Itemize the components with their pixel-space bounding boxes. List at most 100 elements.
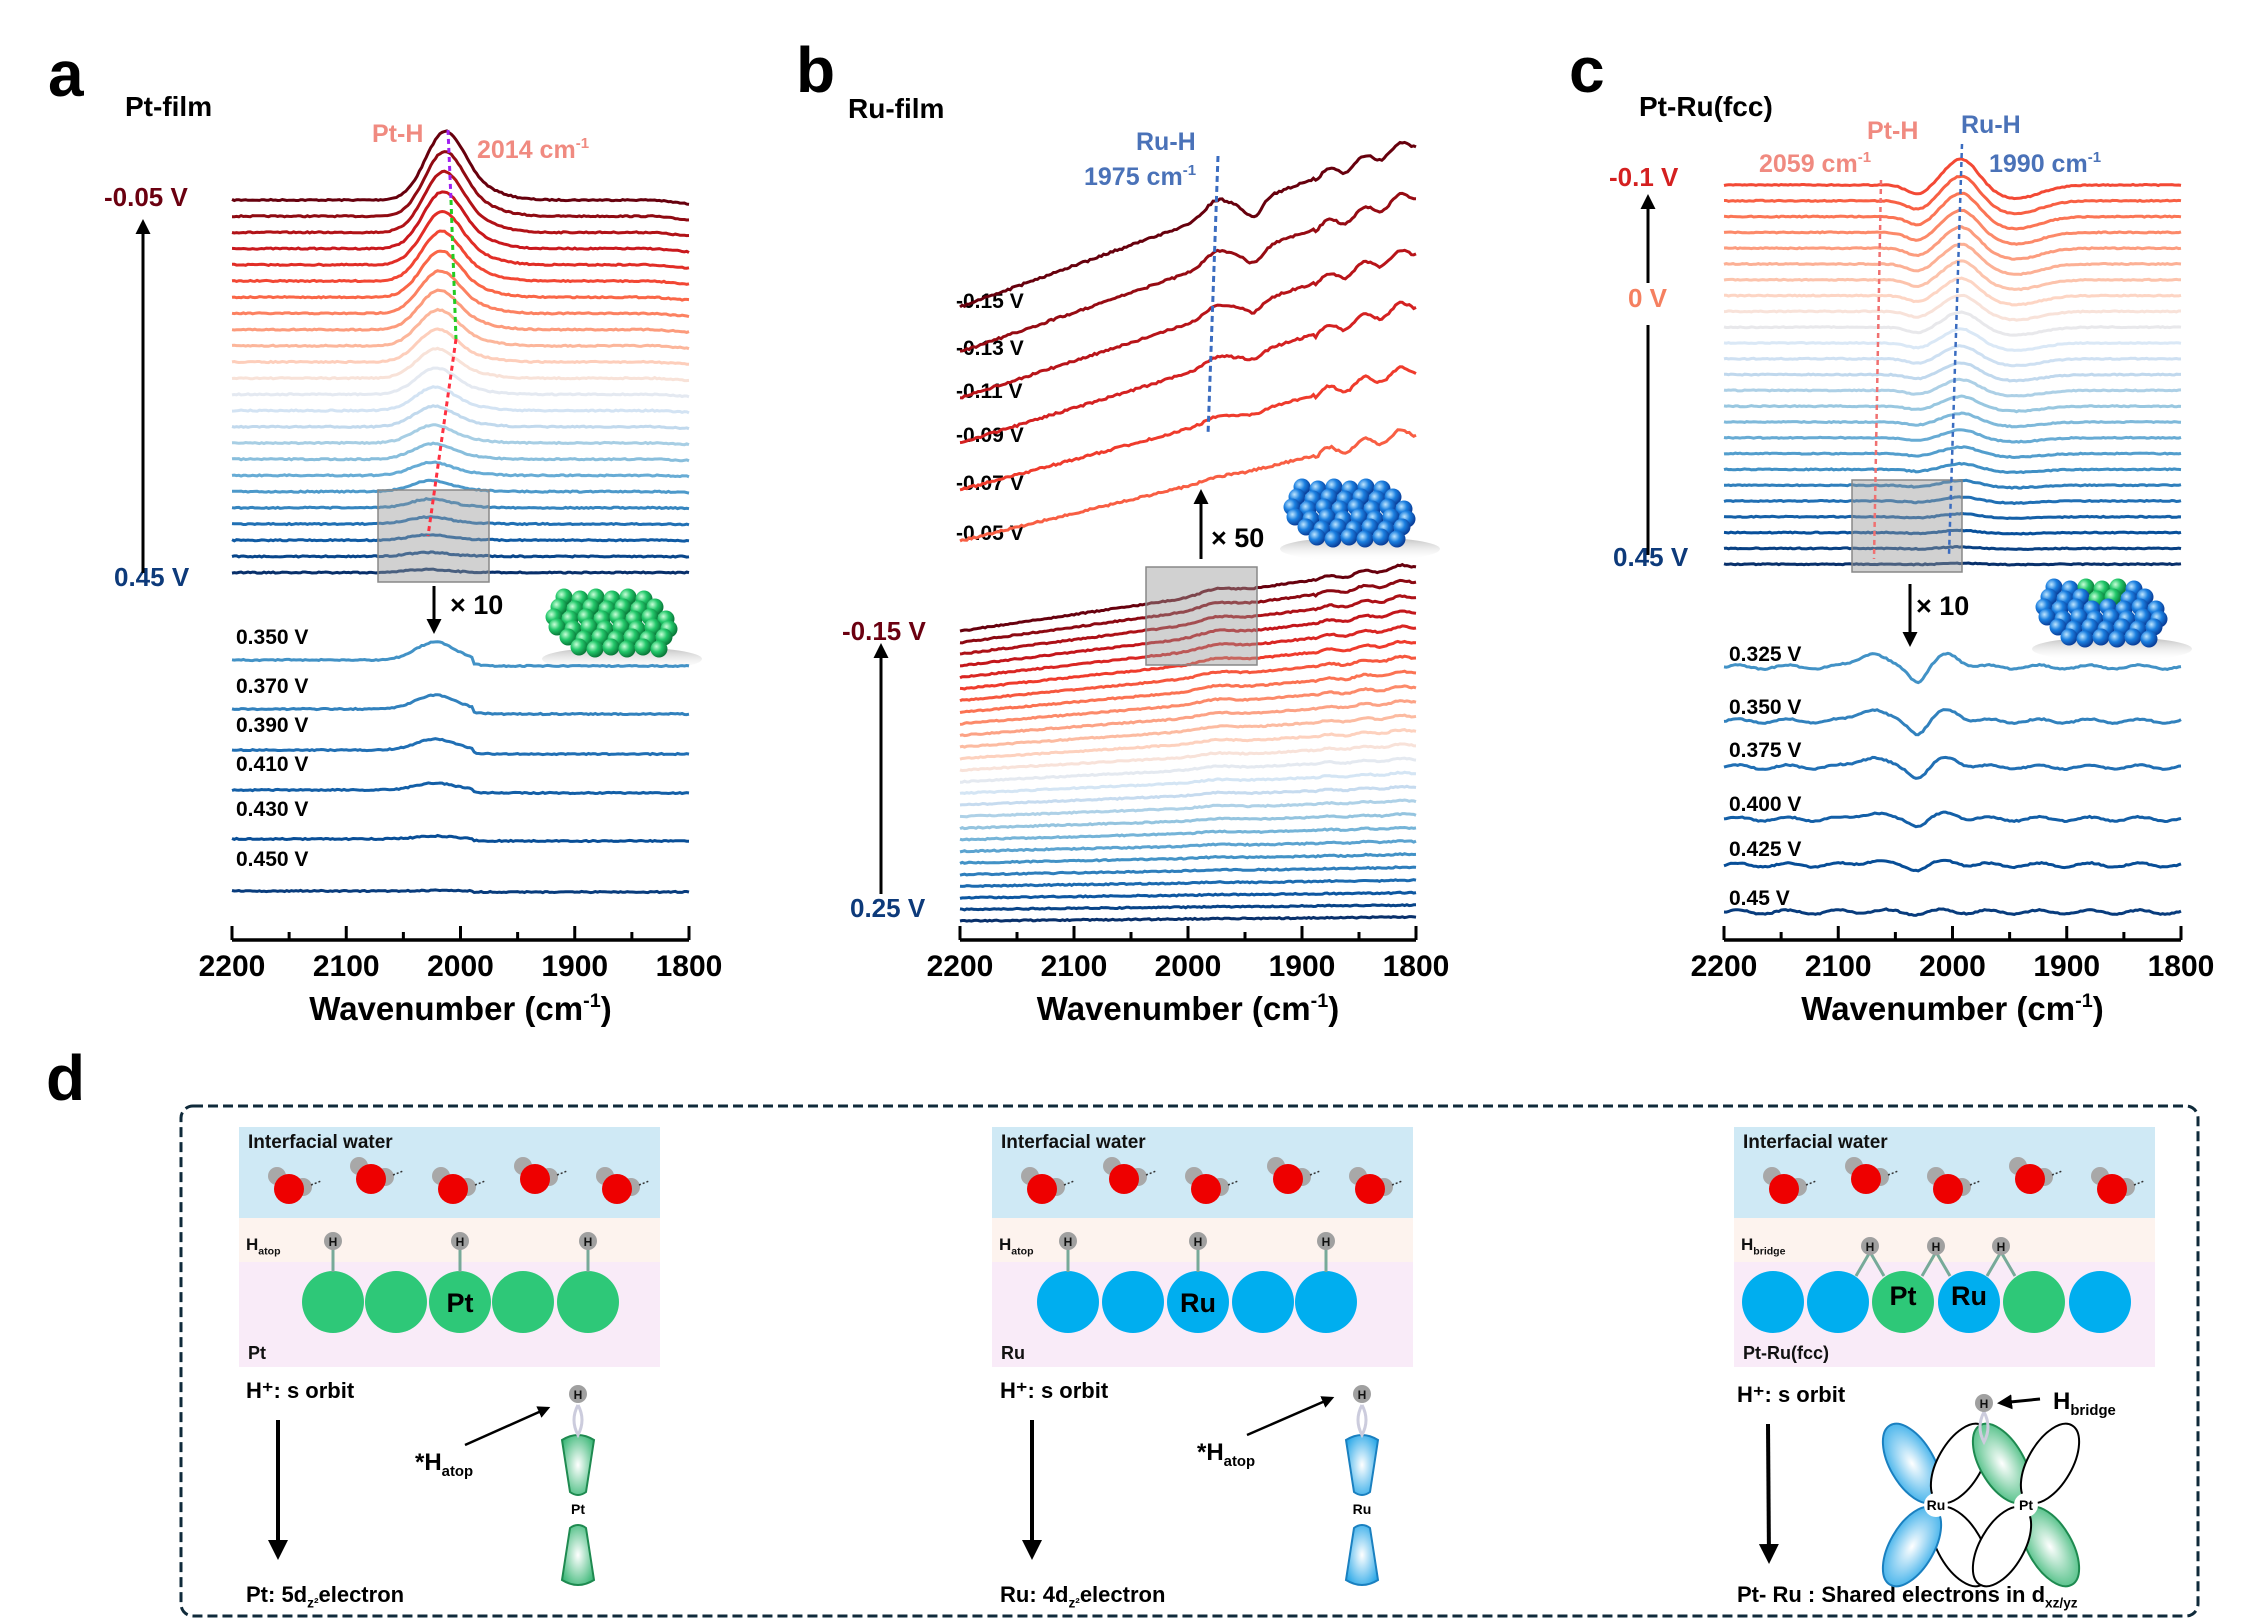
hbridge-label-text: H <box>2053 1388 2070 1415</box>
pt-orbital-center <box>2014 1493 2038 1517</box>
ru-atom <box>1037 1271 1099 1333</box>
hydrogen-layer-label-text: H <box>1741 1235 1753 1254</box>
x-tick-label: 2100 <box>1041 950 1108 983</box>
electron-arrow <box>1758 1423 1779 1564</box>
inset-spectrum-trace <box>1723 651 2182 685</box>
pt-atom <box>2003 1271 2065 1333</box>
spectrum-trace <box>1723 327 2182 352</box>
hbridge-label: Hbridge <box>2053 1388 2116 1419</box>
peak-wavenumber: 2014 cm-1 <box>477 135 589 164</box>
spectrum-trace <box>1723 544 2182 552</box>
spectrum-trace <box>1723 344 2182 368</box>
hydrogen-s-orbital <box>1353 1385 1371 1403</box>
electron-label-backsub: electron <box>318 1582 404 1607</box>
x-tick-label: 1800 <box>1383 950 1450 983</box>
ptru-cluster-illustration <box>2032 578 2192 661</box>
hydrogen-atom-label: H <box>574 1388 583 1402</box>
hydrogen-atom-label: H <box>1866 1240 1875 1254</box>
x-tick-label: 2000 <box>1919 950 1986 983</box>
ru-atom <box>2069 1271 2131 1333</box>
water-oxygen <box>520 1164 550 1194</box>
x-axis-title: Wavenumber (cm-1) <box>309 990 611 1027</box>
interfacial-water-label: Interfacial water <box>248 1132 393 1153</box>
spectrum-trace <box>231 567 690 575</box>
orbital-overlap-wisp <box>572 1404 584 1439</box>
spectrum-trace <box>959 562 1417 633</box>
atom-sphere <box>548 618 566 636</box>
spectrum-trace <box>1723 310 2182 337</box>
panel-letter: c <box>1569 34 1605 106</box>
peak-wavenumber-sup: -1 <box>1183 162 1196 179</box>
hydrogen-bond <box>2133 1180 2145 1186</box>
inset-spectrum-trace <box>231 781 690 796</box>
electron-label-text: Ru: 4d <box>1000 1582 1068 1607</box>
ru-h-wavenumber: 1990 cm-1 <box>1989 149 2101 178</box>
spectrum-trace <box>231 249 690 302</box>
magnification-label: × 10 <box>1916 591 1969 621</box>
inset-voltage-label: 0.375 V <box>1729 739 1801 762</box>
hydrogen-bond <box>1063 1180 1075 1186</box>
atom-sphere <box>2076 630 2094 648</box>
ru-orbital-label: Ru <box>1927 1497 1946 1513</box>
water-oxygen <box>1191 1174 1221 1204</box>
x-axis-title-text: Wavenumber (cm <box>309 990 583 1027</box>
interfacial-water-label: Interfacial water <box>1001 1132 1146 1153</box>
hydrogen-atom-label: H <box>1358 1388 1367 1402</box>
atom-label: Pt <box>447 1288 474 1318</box>
peak-trend-line <box>1206 155 1220 436</box>
voltage-mid-label: 0 V <box>1628 283 1668 313</box>
water-oxygen <box>602 1174 632 1204</box>
hydrogen-bond <box>1391 1180 1403 1186</box>
inset-spectrum-trace <box>231 737 690 757</box>
x-tick-label: 1800 <box>656 950 723 983</box>
peak-trend-line-upper <box>446 129 453 201</box>
x-tick-label: 2000 <box>427 950 494 983</box>
adsorbed-hydrogen <box>324 1232 342 1250</box>
pt-h-peak-label: Pt-H <box>1867 117 1918 145</box>
hydrogen-atom-label: H <box>1322 1235 1331 1249</box>
orbital-overlap-wisp <box>1978 1411 1990 1446</box>
inset-spectrum-trace <box>1723 755 2182 780</box>
spectrum-trace <box>959 798 1417 819</box>
spectrum-trace <box>231 515 690 527</box>
spectrum-trace <box>959 812 1417 831</box>
inset-voltage-label: 0.350 V <box>236 626 308 649</box>
adsorbate-label: *Hatop <box>415 1449 473 1480</box>
spectrum-trace <box>1723 528 2182 536</box>
inset-voltage-label: -0.15 V <box>956 290 1024 313</box>
atom-sphere <box>2140 630 2158 648</box>
spectrum-trace <box>1724 361 2181 383</box>
ru-h-wavenumber-sup: -1 <box>2088 149 2101 166</box>
x-tick-label: 2200 <box>199 950 266 983</box>
atom-sphere <box>2124 628 2142 646</box>
adsorbate-label: *Hatop <box>1197 1439 1255 1470</box>
inset-voltage-label: 0.410 V <box>236 753 308 776</box>
spectrum-trace <box>959 713 1417 749</box>
spectrum-trace <box>959 784 1417 807</box>
water-molecule <box>2009 1157 2063 1194</box>
inset-voltage-label: 0.400 V <box>1729 793 1801 816</box>
ru-atom <box>1102 1271 1164 1333</box>
adsorbed-hydrogen <box>579 1232 597 1250</box>
inset-spectrum-trace <box>1723 858 2182 873</box>
atom-sphere <box>1388 530 1406 548</box>
inset-voltage-label: 0.450 V <box>236 848 308 871</box>
bridge-hydrogen <box>1861 1237 1879 1255</box>
spectrum-trace <box>232 209 690 270</box>
spectrum-trace <box>231 307 690 351</box>
pt-h-trend-line <box>1872 179 1883 560</box>
spectrum-trace <box>1723 259 2181 292</box>
atom-sphere <box>634 638 652 656</box>
spectrum-trace <box>1723 242 2182 277</box>
x-axis-title-back: ) <box>2093 990 2104 1027</box>
spectrum-trace <box>231 366 690 399</box>
spectrum-trace <box>1723 561 2182 567</box>
peak-wavenumber: 1975 cm-1 <box>1084 162 1196 191</box>
hydrogen-s-orbital <box>569 1385 587 1403</box>
inset-spectrum-trace <box>1723 708 2182 737</box>
hydrogen-bond <box>1227 1180 1239 1186</box>
spectrum-trace <box>231 496 690 511</box>
spectrum-trace <box>959 594 1417 656</box>
